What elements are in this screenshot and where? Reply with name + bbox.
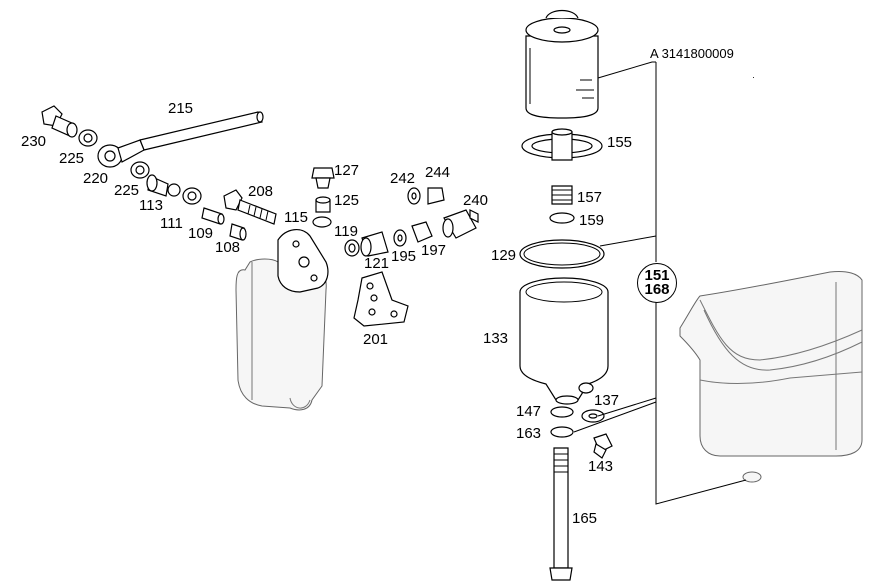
callout-129: 129	[491, 247, 517, 264]
callout-244: 244	[425, 164, 451, 181]
part-111-washer	[182, 187, 202, 205]
callout-115: 115	[284, 209, 308, 226]
part-220-banjo	[97, 139, 145, 168]
callout-157: 157	[577, 189, 603, 206]
group-callout-151: 151	[644, 267, 670, 284]
callout-197: 197	[421, 242, 447, 259]
part-119-washer	[312, 216, 360, 257]
callout-147: 147	[516, 403, 542, 420]
callout-220: 220	[83, 170, 109, 187]
group-callout-circle: 151 168	[637, 263, 677, 303]
part-225b-washer	[130, 161, 150, 179]
part-163-washer	[550, 426, 574, 438]
callout-230: 230	[21, 133, 47, 150]
part-115-bracket	[277, 229, 329, 293]
callout-163: 163	[516, 425, 542, 442]
callout-119: 119	[334, 223, 358, 240]
part-127-plug	[311, 167, 335, 189]
part-159-ring	[549, 212, 575, 224]
dot-mark: ·	[752, 72, 755, 82]
callout-159: 159	[579, 212, 605, 229]
part-147-washer	[550, 406, 574, 418]
part-125-plug	[315, 196, 331, 213]
part-244-nut	[427, 187, 445, 205]
part-143-plug	[593, 433, 613, 459]
callout-143: 143	[588, 458, 614, 475]
part-242-washer	[407, 187, 421, 205]
callout-155: 155	[607, 134, 633, 151]
callout-121: 121	[364, 255, 390, 272]
callout-225: 225	[59, 150, 85, 167]
callout-242: 242	[390, 170, 416, 187]
oil-pan	[679, 271, 863, 483]
part-157-spring	[551, 185, 573, 205]
part-109-nipple	[201, 207, 225, 225]
callout-109: 109	[188, 225, 214, 242]
part-240-sender	[442, 209, 479, 239]
part-201-gasket	[353, 271, 409, 327]
callout-195: 195	[391, 248, 417, 265]
filter-element	[525, 9, 599, 119]
part-121-fitting	[360, 231, 389, 257]
leader-lines	[573, 61, 747, 505]
part-108-plug	[229, 223, 247, 241]
callout-240: 240	[463, 192, 489, 209]
callout-108: 108	[215, 239, 241, 256]
callout-208: 208	[248, 183, 274, 200]
part-215-pipe	[139, 111, 264, 151]
callout-201: 201	[363, 331, 389, 348]
part-230-bolt	[41, 105, 78, 138]
callout-127: 127	[334, 162, 360, 179]
callout-215: 215	[168, 100, 194, 117]
part-197-nut	[411, 221, 433, 243]
part-113-union	[146, 174, 181, 197]
callout-113: 113	[139, 197, 163, 214]
part-155-cover	[521, 128, 603, 161]
callout-125: 125	[334, 192, 360, 209]
engine-block-outline	[235, 258, 327, 411]
part-137-washer	[581, 409, 605, 423]
callout-225: 225	[114, 182, 140, 199]
part-129-gasket	[519, 239, 605, 269]
callout-111: 111	[160, 215, 183, 232]
part-225a-washer	[78, 129, 98, 147]
part-195-washer	[393, 229, 407, 247]
part-208-bolt	[223, 189, 277, 225]
reference-number: A 3141800009	[650, 46, 734, 61]
callout-137: 137	[594, 392, 620, 409]
part-165-bolt	[549, 447, 573, 581]
callout-133: 133	[483, 330, 509, 347]
callout-165: 165	[572, 510, 598, 527]
part-133-housing	[519, 277, 609, 405]
group-callout-168: 168	[644, 281, 670, 298]
